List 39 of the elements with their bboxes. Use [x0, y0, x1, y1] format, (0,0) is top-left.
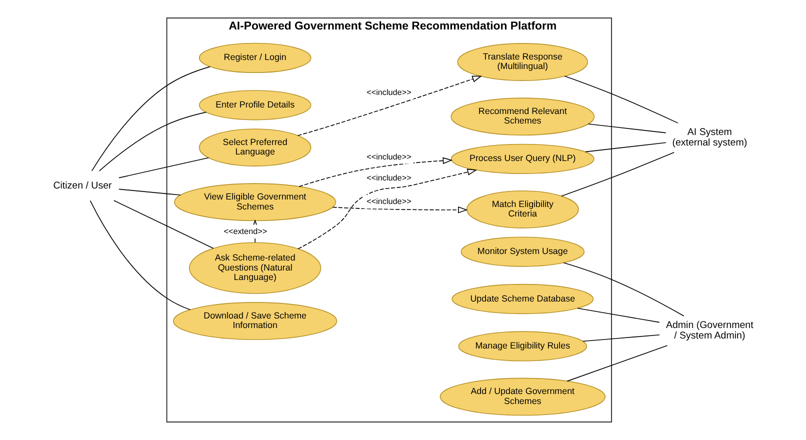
connector	[113, 200, 214, 249]
node-ellipse: Select Preferred Language	[198, 128, 312, 166]
connector	[561, 152, 674, 196]
connector	[588, 124, 666, 134]
node-ellipse: Ask Scheme-related Questions (Natural Language)	[188, 242, 322, 294]
arrow	[332, 206, 468, 214]
connector	[118, 157, 209, 178]
connector	[563, 262, 684, 316]
node-ellipse: Manage Eligibility Rules	[458, 331, 588, 362]
connector	[566, 345, 668, 382]
node-text: Admin (Government / System Admin)	[666, 320, 754, 342]
connector	[98, 112, 207, 172]
node-ellipse: Match Eligibility Criteria	[466, 190, 579, 228]
node-ellipse: Update Scheme Database	[452, 284, 594, 314]
connector	[564, 76, 678, 124]
arrow	[297, 76, 482, 136]
edge-label: <<extend>>	[224, 227, 268, 236]
edge-label: <<include>>	[366, 197, 412, 206]
node-ellipse: Monitor System Usage	[460, 236, 585, 267]
edge-label: <<include>>	[366, 152, 412, 162]
edge-label: <<include>>	[366, 88, 412, 97]
node-ellipse: Add / Update Government Schemes	[440, 378, 606, 416]
node-ellipse: Process User Query (NLP)	[450, 144, 594, 174]
connector	[91, 66, 210, 172]
node-ellipse: Enter Profile Details	[198, 90, 312, 120]
node-ellipse: View Eligible Government Schemes	[174, 183, 336, 222]
node-ellipse: Download / Save Scheme Information	[172, 302, 338, 340]
connector	[118, 188, 181, 196]
connector	[585, 142, 666, 152]
arrow	[298, 168, 478, 250]
connector	[582, 334, 660, 342]
node-ellipse: Register / Login	[198, 42, 312, 73]
node-text: Citizen / User	[53, 180, 112, 192]
connector	[90, 200, 191, 310]
node-ellipse: Translate Response (Multilingual)	[457, 43, 588, 81]
edge-label: <<include>>	[366, 174, 412, 182]
node-ellipse: Recommend Relevant Schemes	[450, 98, 595, 136]
connector	[577, 308, 660, 323]
node-text: AI System (external system)	[672, 126, 748, 149]
